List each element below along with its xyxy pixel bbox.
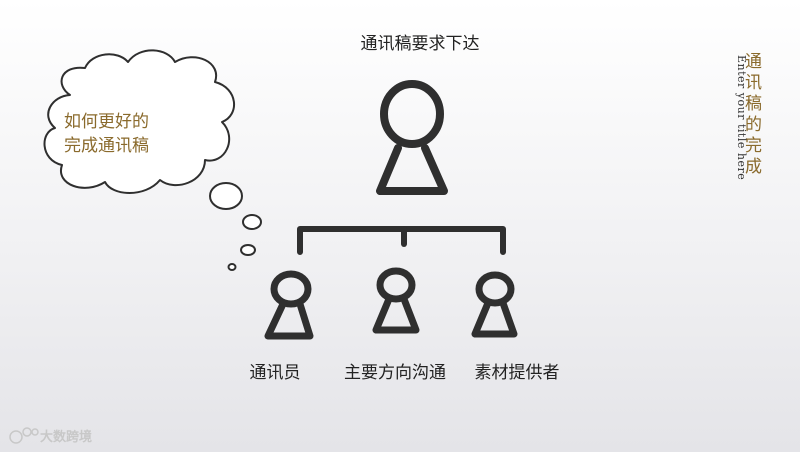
thought-bubble-large <box>209 182 243 210</box>
thought-bubble-tiny <box>227 263 237 271</box>
person-3 <box>471 271 518 338</box>
person-1 <box>264 270 314 340</box>
thought-text-line-1: 如何更好的 <box>64 112 149 132</box>
connector-lines <box>297 226 506 255</box>
person-2-head <box>376 267 416 303</box>
person-top-head <box>380 80 444 148</box>
thought-bubble-small <box>240 244 256 256</box>
person-3-head <box>475 271 515 307</box>
vertical-subtitle: Enter your title here <box>735 55 748 181</box>
node-label-1: 通讯员 <box>249 363 301 383</box>
person-2-body <box>372 295 420 334</box>
thought-text-line-2: 完成通讯稿 <box>64 136 149 156</box>
node-label-3: 素材提供者 <box>474 363 560 383</box>
person-2 <box>372 267 420 334</box>
node-label-2: 主要方向沟通 <box>344 363 446 383</box>
watermark-logo-icon <box>9 427 39 444</box>
person-top-body <box>376 144 448 195</box>
person-1-head <box>270 270 312 308</box>
thought-cloud <box>43 49 236 194</box>
watermark-text: 大数跨境 <box>40 430 93 445</box>
person-3-body <box>471 299 518 338</box>
thought-bubble-medium <box>242 214 262 230</box>
person-top <box>376 80 448 195</box>
thought-bubbles <box>209 182 262 271</box>
thought-text: 如何更好的 完成通讯稿 <box>64 110 149 158</box>
vertical-title: 通讯稿的完成 <box>745 52 762 177</box>
diagram-title: 通讯稿要求下达 <box>360 34 480 54</box>
person-1-body <box>264 300 314 340</box>
